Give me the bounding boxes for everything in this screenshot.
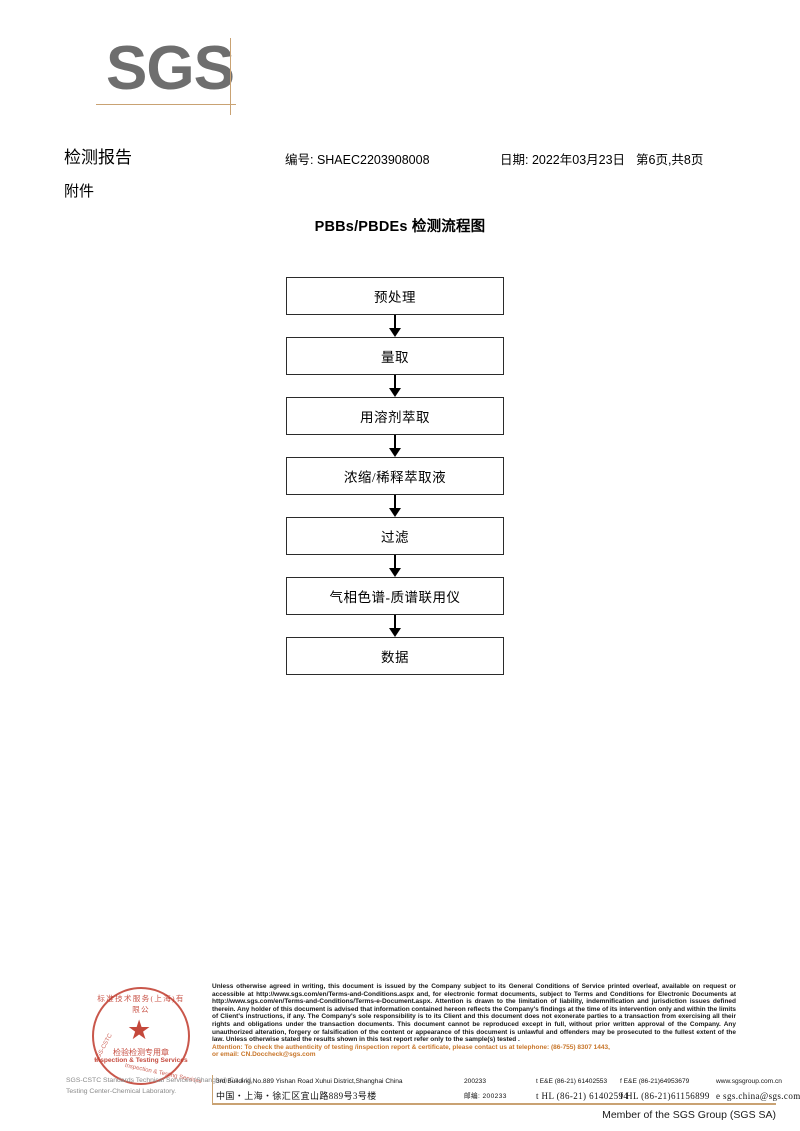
address-text-en: 3rd Building,No.889 Yishan Road Xuhui Di… [216,1078,403,1085]
address-text-cn: 中国・上海・徐汇区宜山路889号3号楼 [216,1091,377,1101]
flow-box-concentrate-dilute: 浓缩/稀释萃取液 [286,457,504,495]
logo-horizontal-rule [96,104,236,105]
sgs-group-member-line: Member of the SGS Group (SGS SA) [602,1109,776,1121]
attention-line-2: or email: CN.Doccheck@sgs.com [212,1051,316,1059]
seal-overlay-line-1: SGS-CSTC Standards Technical Services (S… [66,1077,253,1084]
postal-code-en: 200233 [464,1078,487,1085]
seal-overlay-line-2: Testing Center-Chemical Laboratory. [66,1088,177,1095]
seal-label-chinese: 检验检测专用章 [113,1048,169,1057]
website-url: www.sgsgroup.com.cn [716,1078,782,1085]
flowchart-title: PBBs/PBDEs 检测流程图 [314,219,486,235]
company-seal-stamp: 标准技术服务(上海)有限公 ★ 检验检测专用章 Inspection & Tes… [66,985,253,1101]
footer-horizontal-rule [212,1103,776,1105]
flow-arrow-icon [286,555,504,577]
document-footer: 标准技术服务(上海)有限公 ★ 检验检测专用章 Inspection & Tes… [0,975,800,1131]
flow-arrow-icon [286,375,504,397]
address-contact-block: 3rd Building,No.889 Yishan Road Xuhui Di… [216,1076,800,1102]
flow-arrow-icon [286,615,504,637]
flow-box-gcms: 气相色谱-质谱联用仪 [286,577,504,615]
attention-line-1: Attention: To check the authenticity of … [212,1043,610,1051]
address-divider [212,1075,213,1103]
page-title: 检测报告 [64,148,132,167]
flowchart-step: 浓缩/稀释萃取液 [286,457,504,495]
legal-terms-text: Unless otherwise agreed in writing, this… [212,983,736,1044]
flow-box-filtration: 过滤 [286,517,504,555]
flowchart-step: 过滤 [286,517,504,555]
postal-code-cn: 邮编: 200233 [464,1093,507,1100]
flow-box-pretreatment: 预处理 [286,277,504,315]
flowchart-step: 预处理 [286,277,504,315]
page-indicator: 第6页,共8页 [636,153,704,167]
flowchart-steps: 预处理 量取 用溶剂萃取 浓缩/稀释萃取液 过滤 气相色谱- [286,277,504,675]
telephone-hl: t HL (86-21) 61402594 [536,1091,629,1101]
report-date: 日期: 2022年03月23日 [500,153,626,167]
flow-arrow-icon [286,495,504,517]
flowchart-step: 用溶剂萃取 [286,397,504,435]
email-address: e sgs.china@sgs.com [716,1091,800,1101]
flow-box-data: 数据 [286,637,504,675]
flow-box-solvent-extraction: 用溶剂萃取 [286,397,504,435]
seal-star-icon: ★ [127,1015,152,1045]
telephone-ee: t E&E (86-21) 61402553 [536,1078,608,1085]
flow-arrow-icon [286,315,504,337]
flowchart-step: 量取 [286,337,504,375]
legal-notice-block: Unless otherwise agreed in writing, this… [212,983,736,1059]
seal-circle-border [92,987,190,1085]
document-header: 检测报告 附件 编号: SHAEC2203908008 日期: 2022年03月… [0,140,800,210]
flowchart-step: 数据 [286,637,504,675]
fax-hl: f HL (86-21)61156899 [620,1091,710,1101]
address-row-cn: 中国・上海・徐汇区宜山路889号3号楼 邮编: 200233 t HL (86-… [216,1089,800,1102]
flow-box-measure: 量取 [286,337,504,375]
sgs-logo-text: SGS [106,34,235,103]
logo-vertical-rule [230,38,231,115]
page-subtitle: 附件 [64,184,95,200]
seal-top-arc-text: 标准技术服务(上海)有限公 [97,994,185,1014]
address-row-en: 3rd Building,No.889 Yishan Road Xuhui Di… [216,1076,782,1089]
flow-arrow-icon [286,435,504,457]
flowchart-step: 气相色谱-质谱联用仪 [286,577,504,615]
report-number: 编号: SHAEC2203908008 [285,153,430,167]
seal-label-english: Inspection & Testing Services [94,1057,188,1064]
fax-ee: f E&E (86-21)64953679 [620,1078,690,1085]
sgs-logo-area: SGS [0,0,800,125]
